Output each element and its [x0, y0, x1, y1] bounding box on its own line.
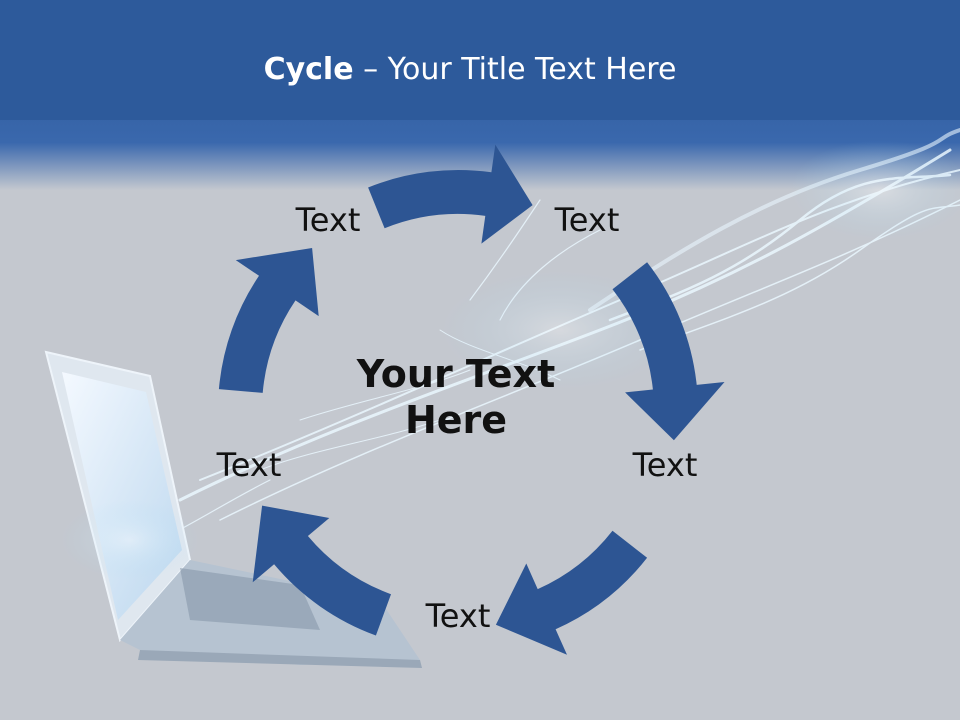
center-text: Your Text Here	[356, 352, 556, 442]
cycle-step-3-label: Text	[632, 446, 698, 484]
laptop-image	[44, 350, 422, 668]
cycle-arrow-1	[368, 144, 533, 244]
cycle-arrow-4	[252, 505, 391, 636]
cycle-arrow-5	[218, 248, 319, 393]
cycle-arrow-2	[612, 262, 725, 441]
title-bold: Cycle	[263, 52, 354, 87]
cycle-step-5-label: Text	[216, 446, 282, 484]
slide-title: Cycle – Your Title Text Here	[0, 52, 940, 87]
cycle-step-1-label: Text	[295, 201, 361, 239]
title-rest: – Your Title Text Here	[353, 52, 677, 87]
cycle-step-2-label: Text	[554, 201, 620, 239]
cycle-step-4-label: Text	[425, 597, 491, 635]
cycle-arrow-3	[495, 530, 648, 655]
